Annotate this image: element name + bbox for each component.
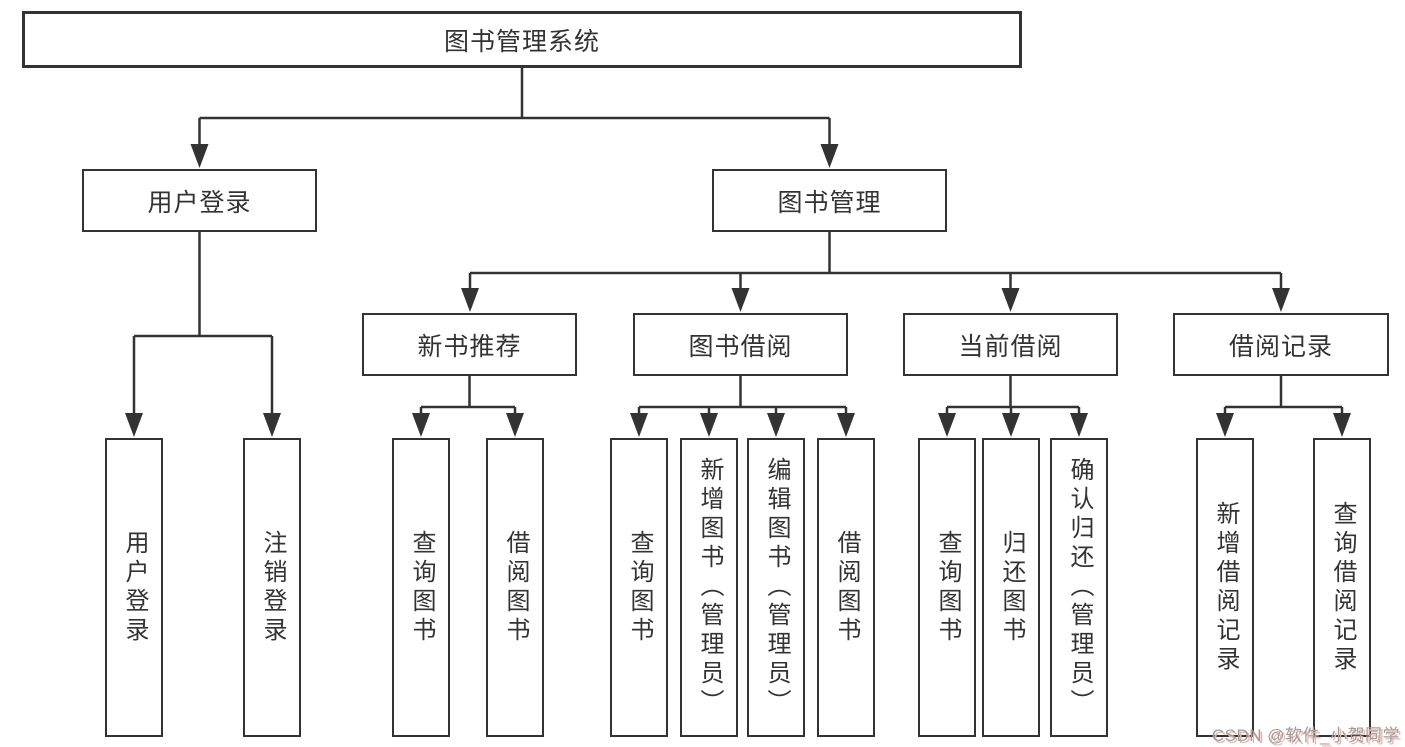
node-label: 图书管理 (777, 188, 882, 217)
node-label: 当前借阅 (958, 332, 1063, 361)
leaf-add-borrow-record: 新增借阅记录 (1196, 438, 1254, 737)
leaf-label: 借阅图书 (833, 529, 860, 646)
leaf-user-login: 用户登录 (105, 438, 163, 737)
leaf-label: 查询图书 (934, 529, 961, 646)
node-label: 借阅记录 (1228, 332, 1333, 361)
leaf-label: 新增图书（管理员） (696, 457, 723, 718)
leaf-return-books: 归还图书 (982, 438, 1040, 737)
leaf-label: 注销登录 (259, 529, 286, 646)
node-root: 图书管理系统 (22, 11, 1022, 68)
leaf-edit-books-admin: 编辑图书（管理员） (747, 438, 805, 737)
leaf-label: 新增借阅记录 (1212, 500, 1239, 675)
leaf-confirm-return-admin: 确认归还（管理员） (1050, 438, 1108, 737)
leaf-query-books-borrow: 查询图书 (610, 438, 668, 737)
leaf-add-books-admin: 新增图书（管理员） (680, 438, 738, 737)
leaf-borrow-books-recommend: 借阅图书 (486, 438, 544, 737)
leaf-label: 归还图书 (998, 529, 1025, 646)
node-book-management: 图书管理 (712, 169, 947, 232)
leaf-label: 确认归还（管理员） (1066, 457, 1093, 718)
node-current-borrow: 当前借阅 (903, 313, 1118, 376)
node-new-book-recommend: 新书推荐 (362, 313, 577, 376)
leaf-label: 用户登录 (121, 529, 148, 646)
node-label: 用户登录 (147, 188, 252, 217)
leaf-label: 查询图书 (408, 529, 435, 646)
node-label: 新书推荐 (417, 332, 522, 361)
leaf-label: 编辑图书（管理员） (763, 457, 790, 718)
csdn-watermark: CSDN @软件_小贺同学 (1211, 726, 1400, 745)
leaf-label: 查询借阅记录 (1329, 500, 1356, 675)
node-book-borrow: 图书借阅 (633, 313, 848, 376)
node-label: 图书管理系统 (443, 27, 600, 56)
node-user-login: 用户登录 (82, 169, 317, 232)
leaf-query-books-current: 查询图书 (918, 438, 976, 737)
arrowheads (125, 144, 1351, 437)
leaf-borrow-books: 借阅图书 (817, 438, 875, 737)
leaf-label: 查询图书 (626, 529, 653, 646)
node-borrow-records: 借阅记录 (1173, 313, 1389, 376)
node-label: 图书借阅 (688, 332, 793, 361)
leaf-logout: 注销登录 (243, 438, 301, 737)
leaf-query-borrow-record: 查询借阅记录 (1313, 438, 1371, 737)
leaf-query-books-recommend: 查询图书 (392, 438, 450, 737)
leaf-label: 借阅图书 (502, 529, 529, 646)
